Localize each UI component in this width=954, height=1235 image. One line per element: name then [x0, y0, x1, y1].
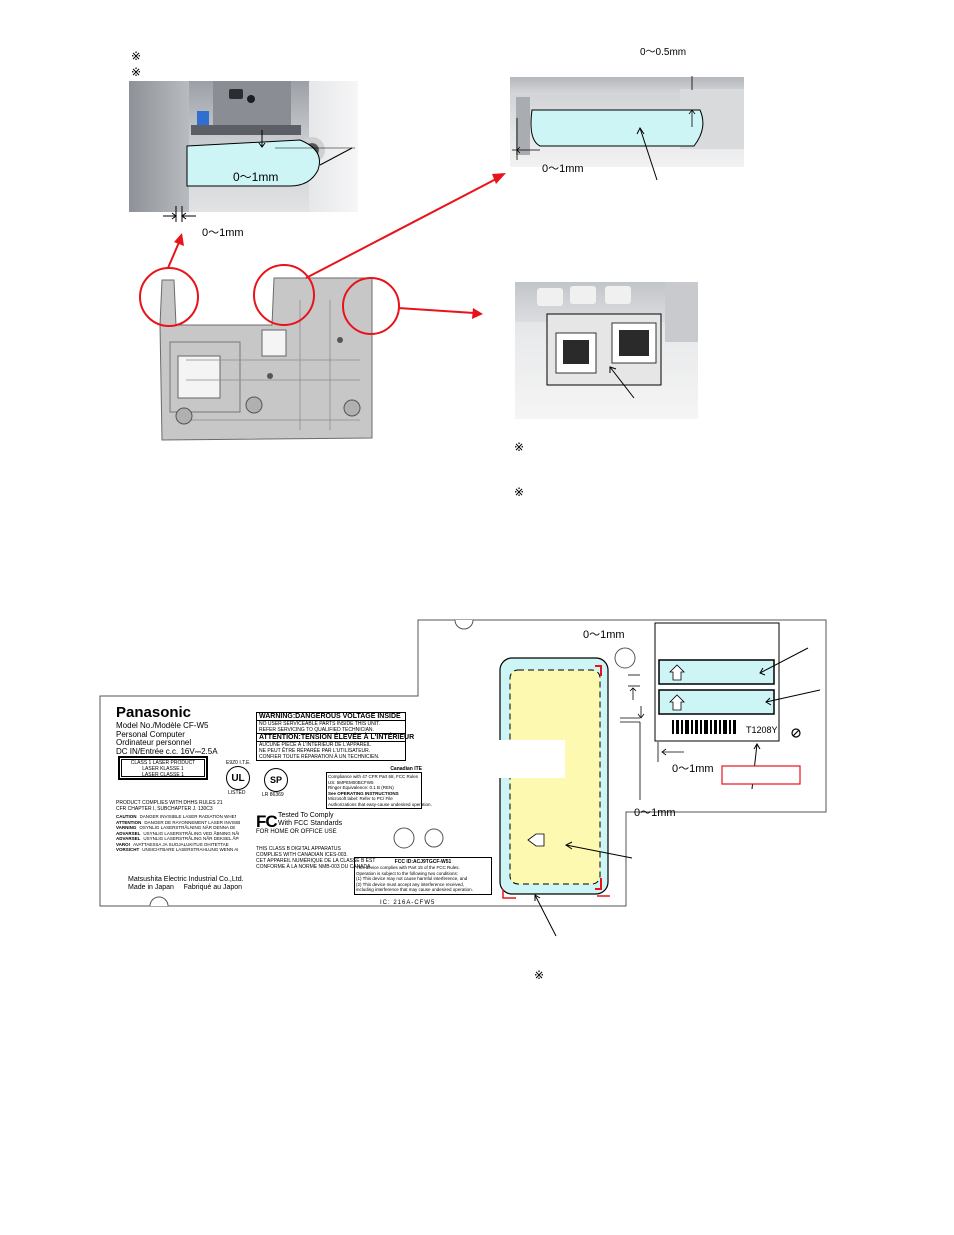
comply-block: PRODUCT COMPLIES WITH DHHS RULES 21 CFR … — [116, 800, 223, 812]
cover-area-blank-patch — [497, 740, 565, 778]
laser-line-2: LASER KLASSE 1 — [142, 766, 184, 772]
warning-title: WARNING:DANGEROUS VOLTAGE INSIDE — [257, 713, 405, 721]
canada-block: THIS CLASS B DIGITAL APPARATUS COMPLIES … — [256, 846, 375, 870]
red-arrow-1 — [174, 233, 184, 246]
fcc-box-line: Operation is subject to the following tw… — [356, 870, 459, 876]
telecom-block: Canadian ITE Compliance with 47 CFR Part… — [326, 766, 432, 809]
laser-line-3: LASER CLASSE 1 — [142, 772, 184, 778]
red-outline-box — [721, 765, 801, 785]
warning-block: WARNING:DANGEROUS VOLTAGE INSIDE NO USER… — [256, 712, 415, 761]
highlight-circle-middle — [253, 264, 315, 326]
telecom-line: See OPERATING INSTRUCTIONS — [328, 790, 399, 796]
comply-line-1: PRODUCT COMPLIES WITH DHHS RULES 21 — [116, 800, 223, 806]
red-arrow-2 — [492, 173, 506, 184]
fcc-logo-text: FC — [256, 812, 278, 831]
dim-photo2-gap-left: 0～1mm — [542, 163, 584, 175]
telecom-line: US: 5MPEM00BCFW5 — [328, 779, 374, 785]
canada-line: THIS CLASS B DIGITAL APPARATUS — [256, 846, 341, 852]
fcc-tested-2: With FCC Standards — [278, 820, 343, 827]
telecom-line: Microsoft label: Refer to PC/ File — [328, 796, 393, 801]
serial-code: T1208Y — [746, 725, 778, 735]
fcc-box-title: FCC ID:ACJ9TGCF-W51 — [394, 859, 452, 865]
telecom-line: Compliance with 47 CFR Part 68, FCC Rule… — [328, 774, 419, 779]
model-line-4: DC IN/Entrée c.c. 16V⎓2.5A — [116, 746, 218, 756]
dim-photo1-gap-h: 0～1mm — [202, 227, 244, 239]
note-mark-4: ※ — [514, 485, 525, 499]
laser-box: CLASS 1 LASER PRODUCT LASER KLASSE 1 LAS… — [118, 756, 208, 780]
dim-label-gap-bottom: 0～1mm — [634, 807, 676, 819]
fcc-box-line: (1) This device may not cause harmful in… — [356, 876, 468, 881]
leader-line — [609, 366, 635, 399]
comply-line-2: CFR CHAPTER I, SUBCHAPTER J. — [116, 806, 197, 812]
fcc-box-line: (2) This device must accept any interfer… — [356, 881, 464, 887]
attention-line: AUCUNE PIÈCE À L'INTÉRIEUR DE L'APPAREIL — [259, 742, 371, 748]
dim-label-gap-top: 0～1mm — [583, 629, 625, 641]
dim-label-gap-right: 0～1mm — [672, 763, 714, 775]
dim-photo1-gap-v: 0～1mm — [233, 170, 279, 184]
model-line: Model No./Modèle CF-W5 — [116, 721, 209, 730]
fcc-compliance-box: FCC ID:ACJ9TGCF-W51 This device complies… — [354, 857, 492, 895]
note-mark-2: ※ — [131, 65, 142, 79]
fcc-box-line: This device complies with Part 15 of the… — [356, 865, 460, 870]
csa-code: LR 86369 — [262, 792, 284, 798]
maker-block: Matsushita Electric Industrial Co.,Ltd. … — [128, 876, 244, 892]
attention-line: CONFIER TOUTE RÉPARATION À UN TECHNICIEN… — [259, 754, 380, 760]
attention-line: NE PEUT ÊTRE RÉPARÉE PAR L'UTILISATEUR. — [259, 748, 371, 754]
canada-line: CONFORME À LA NORME NMB-003 DU CANADA. — [256, 864, 372, 870]
ul-listed: LISTED — [228, 790, 246, 796]
red-arrow-3 — [472, 308, 483, 319]
warning-line: REFER SERVICING TO QUALIFIED TECHNICIAN. — [259, 727, 374, 733]
caution-row: VARO!AVATTAESSA JA SUOJALUKITUS OHITETTA… — [116, 841, 229, 847]
ul-logo-icon: UL — [226, 766, 250, 790]
barcode — [672, 720, 736, 734]
comply-code: 130C3 — [197, 806, 213, 812]
model-line-3: Ordinateur personnel — [116, 738, 192, 747]
fcc-tested-1: Tested To Comply — [278, 812, 334, 819]
telecom-title: Canadian ITE — [390, 766, 422, 772]
note-mark-3: ※ — [514, 440, 525, 454]
brand-logo-text: Panasonic — [116, 704, 192, 721]
dim-photo2-gap-top: 0～0.5mm — [640, 47, 687, 58]
canada-line: COMPLIES WITH CANADIAN ICES-003. — [256, 852, 348, 858]
telecom-line: Ringer Equivalence: 0.1 B (REN) — [328, 785, 394, 790]
csa-logo-icon: SP — [264, 768, 288, 792]
model-block: Model No./Modèle CF-W5 Personal Computer… — [116, 721, 218, 756]
fcc-tested-block: Tested To Comply With FCC Standards — [278, 812, 342, 828]
corner-cover-highlight — [530, 109, 704, 147]
made-in: Made in Japan — [128, 884, 174, 891]
note-mark-5: ※ — [534, 968, 545, 982]
laser-line-1: CLASS 1 LASER PRODUCT — [130, 760, 196, 766]
canada-line: CET APPAREIL NUMÉRIQUE DE LA CLASSE B ES… — [256, 858, 376, 864]
highlight-circle-right — [342, 277, 400, 335]
note-mark-1: ※ — [131, 49, 142, 63]
warning-line: NO USER SERVICEABLE PARTS INSIDE THIS UN… — [259, 721, 381, 727]
chassis-outline — [159, 277, 373, 441]
attention-title: ATTENTION:TENSION ÉLEVÉE À L'INTÉRIEUR — [257, 734, 415, 742]
fcc-box-line: including interference that may cause un… — [356, 887, 473, 892]
fcc-home-office: FOR HOME OR OFFICE USE — [256, 829, 337, 835]
ul-code: E9Z0 I.T.E. — [226, 760, 251, 766]
cover-arrow-icon — [527, 833, 545, 847]
leader-line — [639, 127, 658, 181]
maker-name: Matsushita Electric Industrial Co.,Ltd. — [128, 876, 244, 883]
fabrique: Fabriqué au Japon — [183, 884, 243, 891]
slot-cover-highlight — [186, 139, 320, 187]
leader-line — [319, 147, 353, 166]
telecom-line: Authorizations that easy-cause undesired… — [328, 801, 432, 807]
label-sheet-outline — [99, 619, 827, 907]
ic-code: IC: 216A-CFW5 — [380, 900, 436, 906]
model-line-2: Personal Computer — [116, 729, 185, 739]
